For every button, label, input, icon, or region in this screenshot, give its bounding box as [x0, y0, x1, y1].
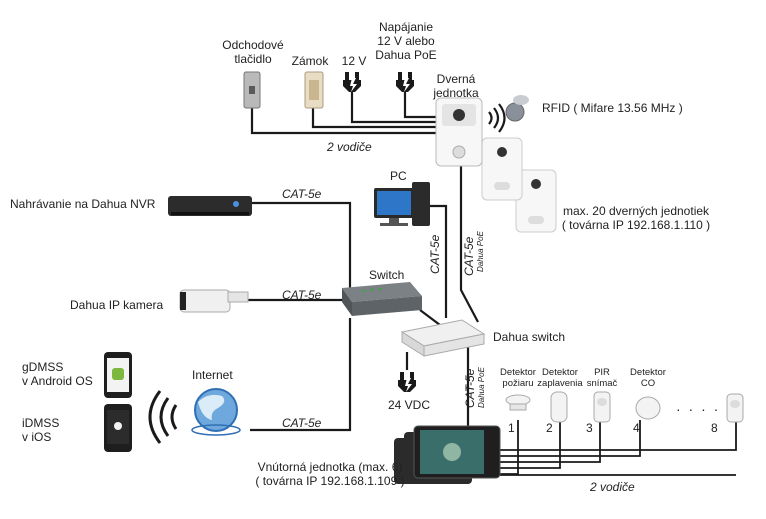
switch-label: Switch [369, 268, 405, 282]
power-supply-label: Napájanie 12 V alebo Dahua PoE [375, 20, 437, 62]
pir-sensor-icon [726, 393, 744, 423]
ip-camera-icon [179, 289, 249, 313]
detector-4-label: Detektor CO [630, 367, 666, 389]
cable-nvr [250, 201, 352, 290]
exit-button-icon [243, 71, 261, 109]
detector-2-number: 2 [546, 421, 553, 435]
cable-pc [430, 204, 448, 318]
gdmss-label: gDMSS v Android OS [22, 360, 93, 388]
rfid-tag-icon [505, 95, 529, 122]
ip-camera-label: Dahua IP kamera [70, 298, 164, 312]
dahua-switch-label: Dahua switch [493, 330, 566, 344]
cat5e-nvr-label: CAT-5e [282, 187, 322, 201]
max-door-units-label: max. 20 dverných jednotiek ( továrna IP … [561, 204, 711, 232]
idmss-label: iDMSS v iOS [22, 416, 60, 444]
poe-switch-icon [400, 319, 486, 357]
cat5e-pc-label: CAT-5e [428, 234, 442, 274]
plug-icon [396, 72, 414, 92]
cat5e-internet-label: CAT-5e [282, 416, 322, 430]
nvr-label: Nahrávanie na Dahua NVR [10, 197, 156, 211]
lock-icon [304, 71, 324, 109]
cable-door-unit [459, 160, 479, 323]
smoke-detector-icon [505, 394, 531, 411]
voltage-label: 12 V [341, 54, 367, 68]
cable-switch-link [419, 309, 441, 326]
two-wire-bus-bottom [500, 420, 737, 476]
cable-internet [250, 318, 352, 432]
exit-button-label: Odchodové tlačidlo [222, 38, 284, 66]
two-wire-label-top: 2 vodiče [327, 140, 372, 154]
switch-icon [342, 282, 422, 316]
dahua-poe-door-label: Dahua PoE [476, 231, 485, 272]
door-station-icon [435, 97, 557, 233]
android-phone-icon [104, 352, 132, 398]
plug-icon [343, 72, 361, 92]
cat5e-camera-label: CAT-5e [282, 288, 322, 302]
internet-label: Internet [192, 368, 233, 382]
flood-detector-icon [550, 391, 568, 423]
ios-phone-icon [104, 404, 132, 452]
indoor-monitor-icon [394, 425, 501, 484]
indoor-unit-label: Vnútorná jednotka (max. 6) ( továrna IP … [255, 460, 405, 488]
detector-ellipsis: · · · · [676, 401, 721, 417]
wifi-icon [148, 390, 178, 444]
nvr-icon [168, 196, 252, 216]
wifi-icon [488, 103, 506, 133]
cat5e-door-label: CAT-5e [462, 236, 476, 276]
two-wire-bus-top [250, 92, 440, 135]
globe-icon [191, 388, 241, 436]
rfid-label: RFID ( Mifare 13.56 MHz ) [542, 101, 683, 115]
dahua-poe-indoor-label: Dahua PoE [477, 367, 486, 408]
cable-lines [248, 92, 737, 476]
vdc-label: 24 VDC [388, 398, 431, 412]
detector-3-number: 3 [586, 421, 593, 435]
detector-4-number: 4 [633, 421, 640, 435]
pc-label: PC [390, 169, 407, 183]
co-detector-icon [635, 396, 661, 420]
pir-sensor-icon [593, 391, 611, 423]
two-wire-label-bottom: 2 vodiče [590, 480, 635, 494]
detector-1-label: Detektor požiaru [500, 367, 536, 389]
cat5e-indoor-label: CAT-5e [463, 368, 477, 408]
detector-8-number: 8 [711, 421, 718, 435]
pc-icon [374, 182, 430, 226]
detector-2-label: Detektor zaplavenia [537, 367, 583, 389]
detector-1-number: 1 [508, 421, 515, 435]
door-unit-label: Dverná jednotka [433, 72, 479, 100]
detector-3-label: PIR snímač [586, 367, 618, 389]
lock-label: Zámok [291, 54, 329, 68]
plug-icon [398, 372, 416, 392]
